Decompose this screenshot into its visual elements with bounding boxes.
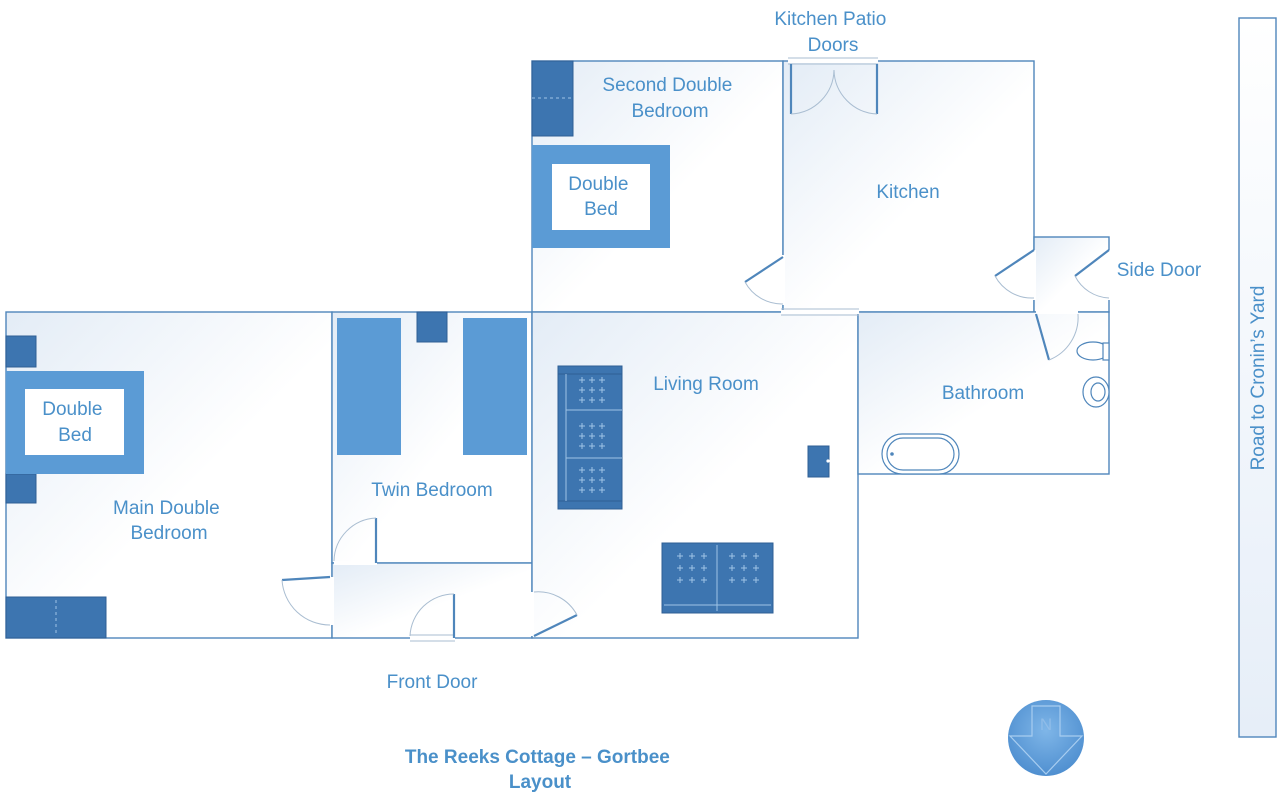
main-double-bedroom <box>5 311 333 639</box>
wardrobe <box>531 60 574 137</box>
north-arrow-icon: N <box>1008 700 1084 776</box>
double-bed-second <box>532 145 670 248</box>
nightstand <box>416 311 448 343</box>
bathroom-label: Bathroom <box>942 383 1024 404</box>
stove-knob <box>826 459 830 463</box>
front-door-label: Front Door <box>387 672 478 693</box>
living-room-label: Living Room <box>653 374 759 395</box>
bed-label-second: Double Bed <box>568 174 634 220</box>
sofa <box>661 542 774 614</box>
kitchen-living-opening <box>781 308 859 316</box>
kitchen-patio-doors[interactable] <box>788 57 879 115</box>
dresser <box>5 596 107 639</box>
toilet-icon <box>1076 341 1110 361</box>
kitchen <box>782 60 1035 313</box>
compass-label: N <box>1040 715 1052 734</box>
front-hall <box>331 562 533 639</box>
bed-label-main: Double Bed <box>42 399 108 446</box>
twin-bedroom-label: Twin Bedroom <box>371 480 492 501</box>
living-room-door[interactable] <box>530 591 578 637</box>
sink-icon <box>1082 376 1110 408</box>
main-bedroom-door[interactable] <box>281 575 334 626</box>
bedside-table <box>5 335 37 368</box>
road-strip: Road to Cronin’s Yard <box>1238 17 1277 738</box>
kitchen-side-door[interactable] <box>994 249 1036 300</box>
bathtub-icon <box>881 433 960 475</box>
stove <box>807 445 830 478</box>
plan-title: The Reeks Cottage – Gortbee Layout <box>405 747 675 793</box>
side-door-label: Side Door <box>1117 260 1202 281</box>
single-bed <box>337 318 401 455</box>
second-bedroom-door[interactable] <box>744 255 785 305</box>
road-label: Road to Cronin’s Yard <box>1248 286 1269 471</box>
front-door[interactable] <box>409 593 456 642</box>
side-door[interactable] <box>1074 249 1111 300</box>
bathroom-door[interactable] <box>1034 310 1079 361</box>
sofa <box>557 365 623 510</box>
main-bedroom-label: Main Double Bedroom <box>113 498 225 544</box>
kitchen-label: Kitchen <box>876 182 939 203</box>
kitchen-patio-doors-label: Kitchen Patio Doors <box>774 9 891 56</box>
second-bedroom-label: Second Double Bedroom <box>602 75 737 122</box>
twin-bedroom-door[interactable] <box>333 517 378 565</box>
bedside-table <box>5 473 37 504</box>
double-bed-main <box>6 371 144 474</box>
side-door-lobby <box>1033 236 1110 313</box>
single-bed <box>463 318 527 455</box>
